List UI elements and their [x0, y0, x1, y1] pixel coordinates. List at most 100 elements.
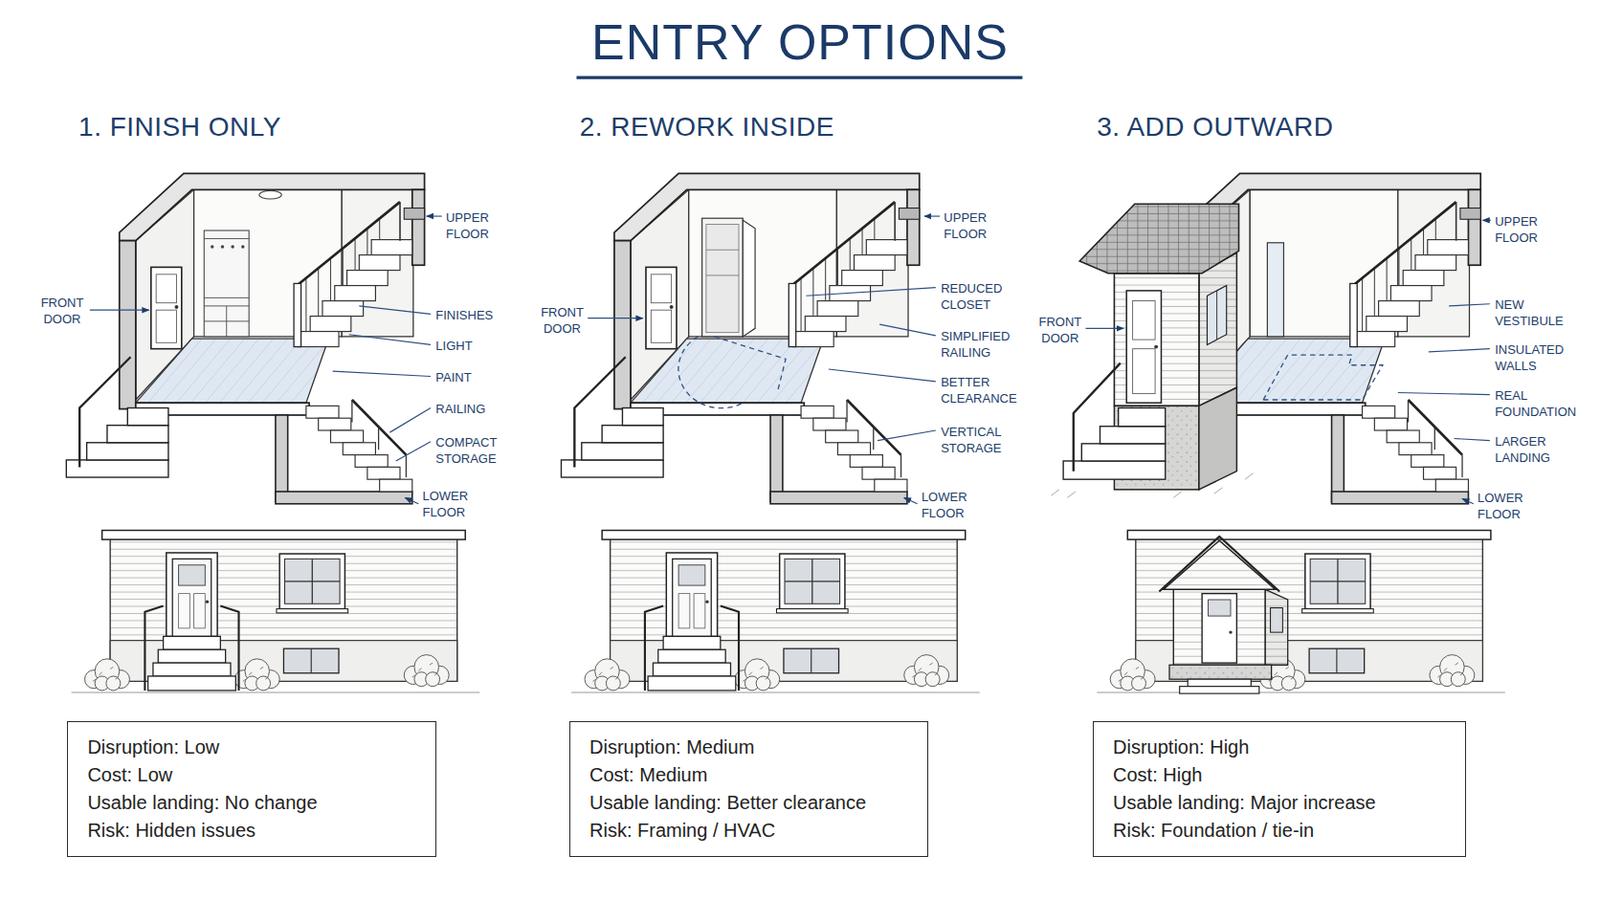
clearance-outline — [713, 336, 786, 393]
house-vestibule — [1169, 665, 1272, 680]
leader-lines — [805, 288, 935, 297]
label-anchor: VERTICAL STORAGE — [940, 423, 1001, 457]
option-heading: 3. ADD OUTWARD — [1096, 111, 1334, 143]
label-anchor: UPPER FLOOR — [943, 209, 987, 243]
house-vestibule — [1228, 630, 1232, 634]
callout-label: LOWER FLOOR — [422, 488, 468, 521]
leader-lines — [904, 497, 918, 504]
vestibule — [1063, 461, 1166, 480]
compact-storage-cabinet — [241, 244, 245, 248]
callout-label: REDUCED CLOSET — [940, 280, 1002, 313]
label-anchor: LIGHT — [435, 337, 472, 355]
label-anchor: NEW VESTIBULE — [1494, 296, 1564, 330]
option-heading: 1. FINISH ONLY — [78, 111, 282, 143]
leader-lines — [396, 442, 431, 462]
label-anchor: UPPER FLOOR — [1494, 213, 1538, 246]
house-door-and-steps — [144, 553, 239, 691]
label-anchor: 1. FINISH ONLY — [78, 111, 282, 143]
house-vestibule — [1173, 585, 1266, 666]
callout-label: COMPACT STORAGE — [435, 434, 497, 467]
compact-storage-cabinet — [203, 230, 249, 337]
label-anchor: REAL FOUNDATION — [1494, 387, 1577, 421]
label-anchor: LOWER FLOOR — [422, 488, 468, 521]
compact-storage-cabinet — [221, 244, 224, 248]
label-anchor: FINISHES — [435, 307, 493, 324]
callout-label: UPPER FLOOR — [445, 209, 489, 243]
info-line: Risk: Hidden issues — [87, 817, 256, 845]
house-vestibule — [1158, 536, 1280, 593]
info-line: Cost: Low — [87, 761, 173, 790]
leader-lines — [924, 215, 940, 217]
callout-label: LARGER LANDING — [1494, 433, 1551, 467]
house-vestibule — [1270, 608, 1284, 634]
callout-label: LIGHT — [435, 337, 472, 355]
leader-lines — [1448, 304, 1490, 307]
vestibule — [1206, 286, 1226, 346]
info-line: Usable landing: No change — [87, 789, 317, 818]
interior-door — [1266, 243, 1284, 337]
reduced-closet — [706, 224, 739, 334]
leader-lines — [877, 430, 936, 442]
leader-lines — [587, 317, 644, 319]
leader-lines — [333, 371, 431, 377]
reduced-closet — [702, 218, 756, 337]
label-anchor: INSULATED WALLS — [1494, 341, 1564, 375]
callout-label: INSULATED WALLS — [1494, 341, 1564, 375]
label-anchor: 2. REWORK INSIDE — [579, 111, 835, 143]
callout-label: FRONT DOOR — [41, 294, 85, 328]
info-line: Cost: High — [1112, 761, 1202, 790]
callout-label: UPPER FLOOR — [1494, 213, 1538, 246]
title-underline — [576, 75, 1023, 79]
vestibule — [1113, 273, 1200, 407]
label-anchor: 3. ADD OUTWARD — [1096, 111, 1334, 143]
leader-lines — [426, 215, 443, 217]
callout-label: REAL FOUNDATION — [1494, 387, 1577, 421]
compact-storage-cabinet — [230, 244, 234, 248]
info-box: Disruption: MediumCost: MediumUsable lan… — [569, 721, 929, 858]
reduced-closet — [706, 249, 739, 276]
label-anchor: COMPACT STORAGE — [435, 434, 497, 467]
house-elevation — [1096, 530, 1506, 693]
leader-lines — [1462, 498, 1474, 504]
front-door-and-steps — [66, 266, 181, 478]
info-line: Disruption: Medium — [589, 733, 755, 762]
vestibule — [1199, 387, 1237, 490]
house-vestibule — [1208, 600, 1231, 617]
label-anchor: REDUCED CLOSET — [940, 280, 1002, 313]
house-vestibule — [1187, 679, 1251, 687]
label-anchor: BETTER CLEARANCE — [940, 374, 1017, 407]
leader-lines — [1428, 349, 1490, 353]
info-line: Risk: Foundation / tie-in — [1112, 817, 1314, 845]
larger-landing-outline — [1263, 355, 1383, 400]
label-anchor: RAILING — [435, 400, 486, 418]
house-elevation — [571, 530, 980, 693]
leader-lines — [404, 497, 419, 504]
house-vestibule — [1158, 536, 1288, 694]
vestibule — [1199, 252, 1237, 406]
house-vestibule — [1265, 589, 1288, 666]
leader-lines — [389, 408, 431, 434]
info-line: Usable landing: Major increase — [1112, 789, 1377, 818]
callout-label: PAINT — [435, 369, 471, 386]
callout-label: NEW VESTIBULE — [1494, 296, 1564, 330]
label-anchor: UPPER FLOOR — [445, 209, 489, 243]
info-box: Disruption: LowCost: LowUsable landing: … — [66, 721, 437, 858]
label-anchor: PAINT — [435, 369, 471, 386]
drawing-scale — [66, 77, 1506, 694]
house-vestibule — [1201, 594, 1237, 665]
callout-label: FINISHES — [435, 307, 493, 324]
vestibule — [1100, 426, 1166, 445]
info-line: Usable landing: Better clearance — [589, 789, 867, 818]
callout-label: FRONT DOOR — [540, 304, 584, 337]
label-anchor: FRONT DOOR — [41, 294, 85, 328]
label-anchor: FRONT DOOR — [540, 304, 584, 337]
leader-lines — [828, 369, 936, 382]
vestibule — [1126, 290, 1161, 403]
callout-label: RAILING — [435, 400, 486, 418]
page-title: ENTRY OPTIONS — [591, 13, 1009, 71]
house-vestibule — [1163, 540, 1276, 590]
vestibule — [1216, 290, 1218, 340]
label-anchor: LARGER LANDING — [1494, 433, 1551, 467]
callout-label: LOWER FLOOR — [921, 488, 968, 522]
vestibule — [1118, 408, 1166, 427]
